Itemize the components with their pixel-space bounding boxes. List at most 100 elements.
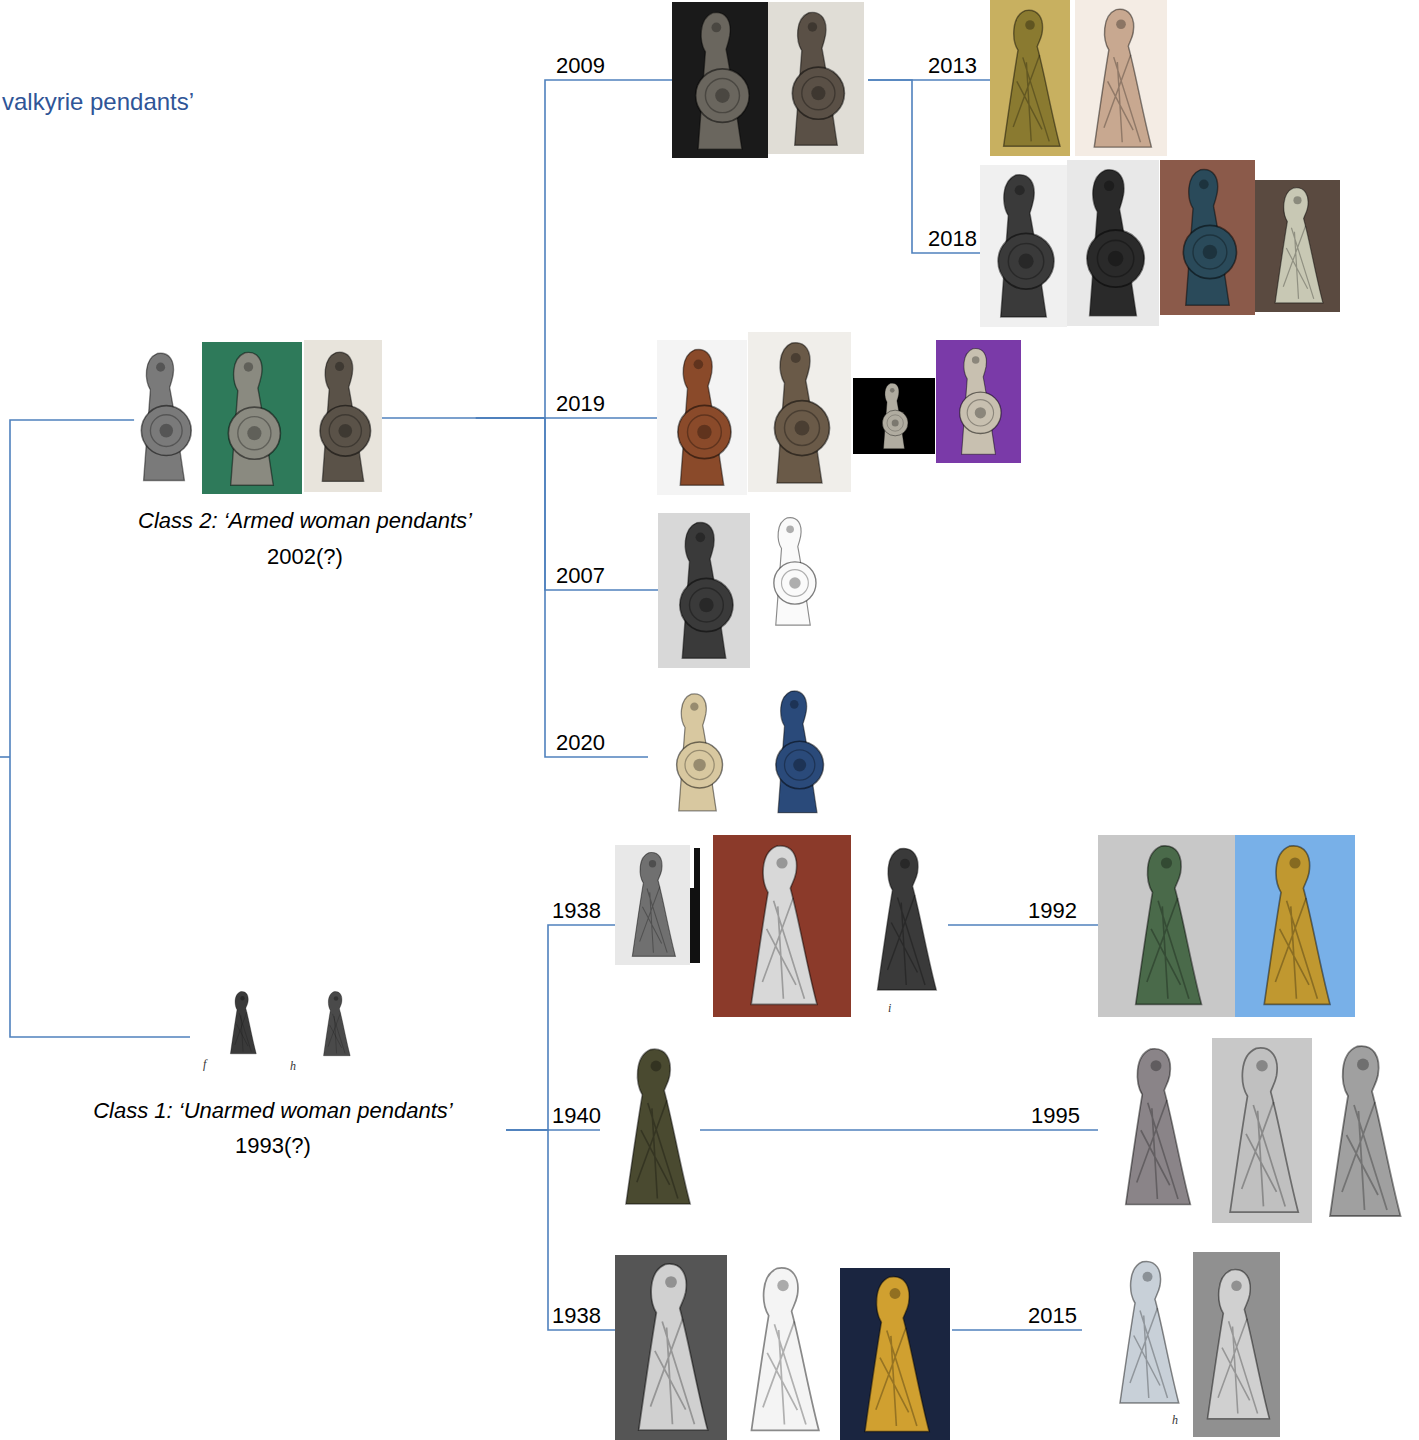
year-label: 1940	[552, 1104, 601, 1128]
tree-line	[925, 79, 990, 81]
pendant-part	[141, 353, 191, 480]
pendant-part	[840, 1268, 950, 1440]
tree-connector	[948, 925, 1025, 926]
pendant-part	[775, 343, 830, 483]
pendant-photo	[878, 848, 937, 990]
pendant-drawing	[728, 1260, 838, 1440]
pendant-photo	[141, 353, 191, 480]
pendant-part	[1075, 0, 1167, 156]
tree-connector-line	[476, 418, 552, 590]
tree-line	[550, 1129, 600, 1131]
tree-connector-line	[476, 418, 552, 757]
pendant-part	[960, 349, 1001, 455]
tree-connector	[10, 420, 134, 1037]
year-label: 2019	[556, 392, 605, 416]
pendant-photo	[1120, 1261, 1179, 1403]
pendant-part	[1098, 835, 1235, 1017]
pendant-group: 1995	[1028, 1036, 1416, 1226]
pendant-part	[768, 2, 864, 154]
tree-line	[1025, 1329, 1082, 1331]
pendant-group: Class 2: ‘Armed woman pendants’ 2002(?)	[134, 338, 476, 573]
tree-connector-line	[700, 1129, 1028, 1131]
pendant-part	[672, 2, 768, 158]
tree-line	[550, 1329, 615, 1331]
tree-line	[552, 589, 658, 591]
tree-connector	[952, 1330, 1025, 1331]
tree-line	[552, 417, 657, 419]
pendant-part	[626, 1049, 690, 1204]
pendant-photo	[1330, 1046, 1401, 1216]
pendant-group: 2007	[552, 505, 842, 670]
pendant-part	[1264, 846, 1330, 1005]
year-label: 2020	[556, 731, 605, 755]
pendant-part	[1087, 170, 1144, 316]
year-label: 1938	[552, 899, 601, 923]
year-label: 2015	[1028, 1304, 1077, 1328]
tree-line	[1025, 924, 1098, 926]
pendant-part	[865, 1277, 929, 1432]
class-caption: 2002(?)	[134, 544, 476, 570]
pendant-part	[728, 1260, 838, 1440]
pendant-photo	[324, 992, 351, 1056]
pendant-part	[1126, 1049, 1191, 1205]
pendant-part	[1275, 188, 1323, 303]
year-label: 1992	[1028, 899, 1077, 923]
pendant-part	[690, 848, 700, 963]
pendant-photo	[990, 0, 1070, 156]
tree-line	[1028, 1129, 1098, 1131]
pendant-part	[998, 175, 1054, 317]
figure-letter: h	[1172, 1414, 1178, 1427]
tree-line	[0, 80, 1098, 1330]
tree-line	[552, 756, 648, 758]
pendant-part	[615, 1255, 727, 1440]
pendant-photo	[1067, 160, 1159, 326]
pendant-photo	[1235, 835, 1355, 1017]
pendant-drawing	[750, 510, 836, 633]
pendant-part	[1120, 1261, 1179, 1403]
pendant-part	[657, 340, 747, 495]
tree-connector	[476, 418, 552, 757]
pendant-group: 2019	[552, 330, 1024, 497]
tree-connector-line	[948, 924, 1025, 926]
year-label: 1938	[552, 1304, 601, 1328]
pendant-part	[750, 510, 836, 633]
pendant-group: 2020	[552, 685, 842, 820]
pendant-part	[878, 848, 937, 990]
pendant-part	[1230, 1048, 1298, 1212]
pendant-part	[678, 349, 731, 485]
pendant-photo	[1075, 0, 1167, 156]
pendant-part	[677, 694, 723, 811]
pendant-part	[751, 846, 817, 1005]
year-label: 2007	[556, 564, 605, 588]
pendant-part	[1094, 9, 1151, 147]
pendant-photo	[853, 378, 935, 454]
pendant-part	[632, 852, 675, 956]
pendant-photo	[672, 2, 768, 158]
class-caption: Class 2: ‘Armed woman pendants’	[134, 508, 476, 534]
pendant-part	[1330, 1046, 1401, 1216]
pendant-photo	[748, 332, 851, 492]
pendant-part	[228, 352, 280, 485]
pendant-part	[658, 513, 750, 668]
tree-line	[40, 1036, 190, 1038]
pendant-photo	[1255, 180, 1340, 312]
scale-bar	[690, 848, 700, 963]
pendant-part	[304, 340, 382, 492]
pendant-part	[1255, 180, 1340, 312]
tree-connector-line	[476, 80, 552, 418]
pendant-photo	[980, 165, 1067, 327]
tree-line	[925, 252, 980, 254]
year-label: 1995	[1031, 1104, 1080, 1128]
pendant-part	[1136, 846, 1202, 1005]
pendant-part	[1067, 160, 1159, 326]
pendant-photo	[1212, 1038, 1312, 1223]
tree-connector	[506, 1130, 550, 1330]
pendant-photo	[1126, 1049, 1191, 1205]
pendant-group: 1938	[550, 833, 948, 1020]
pendant-group: 2015	[1025, 1250, 1287, 1438]
figure-letter: i	[888, 1002, 891, 1015]
pendant-photo	[615, 845, 690, 965]
pendant-part	[320, 352, 371, 481]
diagram-title: valkyrie pendants’	[2, 88, 194, 116]
